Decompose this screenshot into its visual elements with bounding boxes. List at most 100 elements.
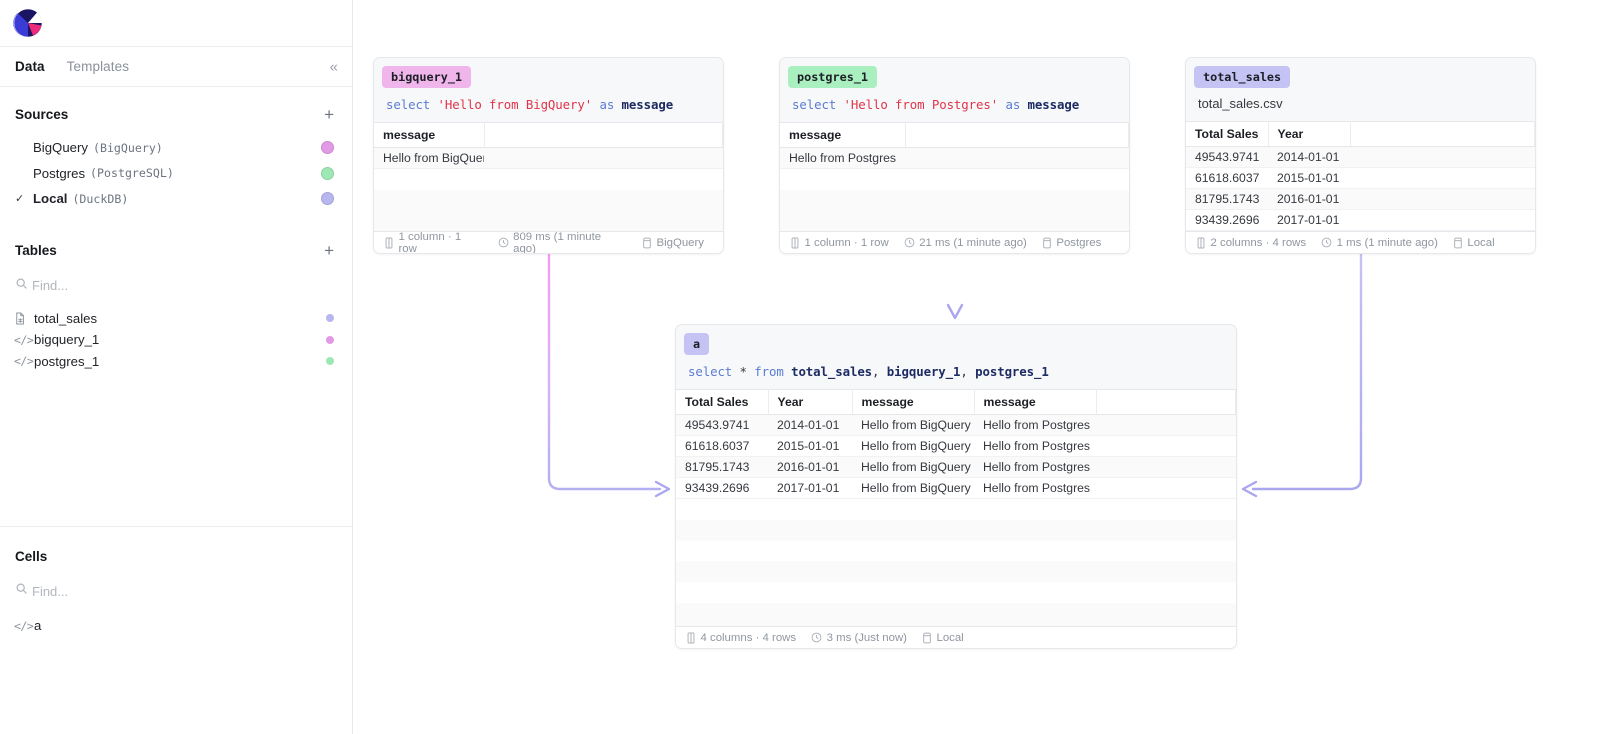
card-sql-editor[interactable]: select 'Hello from Postgres' as message [780,87,1129,122]
card-sql-editor[interactable]: select 'Hello from BigQuery' as message [374,87,723,122]
edge-bigquery-to-a [547,251,662,491]
table-empty-rows [676,498,1236,626]
footer-timing-text: 1 ms (1 minute ago) [1336,236,1438,249]
table-color-dot [326,335,334,344]
card-postgres-1[interactable]: postgres_1 select 'Hello from Postgres' … [779,57,1130,254]
table-shape-icon [686,632,696,644]
sidebar: Data Templates « Sources + BigQuery (Big… [0,0,353,734]
cell-empty [484,147,723,169]
add-source-button[interactable]: + [324,104,334,124]
column-header[interactable]: message [974,388,1097,415]
table-empty-rows [374,168,723,231]
column-header[interactable]: Year [768,388,853,415]
clock-icon [904,237,915,248]
source-item-local[interactable]: ✓ Local (DuckDB) [0,186,352,212]
cells-search-row[interactable] [0,577,352,605]
edge-total-sales-arrowhead [1241,480,1258,498]
database-icon [642,237,652,249]
sources-section-header: Sources + [0,93,352,135]
column-header[interactable]: Total Sales [1186,120,1269,147]
cells-title: Cells [15,548,48,564]
column-header[interactable]: message [780,121,906,148]
card-footer: 1 column · 1 row 21 ms (1 minute ago) [780,231,1129,253]
card-header: bigquery_1 [374,58,723,88]
column-header[interactable]: message [852,388,975,415]
card-footer: 1 column · 1 row 809 ms (1 minute ago) [374,231,723,253]
table-row: 61618.6037 2015-01-01 Hello from BigQuer… [676,435,1236,457]
table-color-dot [326,357,334,366]
code-icon: </> [14,332,34,347]
clock-icon [811,632,822,643]
canvas[interactable]: bigquery_1 select 'Hello from BigQuery' … [353,0,1602,734]
footer-source: Local [1453,237,1495,249]
source-kind: (PostgreSQL) [90,166,174,181]
table-row: Hello from Postgres [780,147,1129,169]
source-name: BigQuery [33,140,88,156]
footer-shape-text: 1 column · 1 row [804,236,889,249]
card-sql-editor[interactable]: select * from total_sales, bigquery_1, p… [676,354,1236,389]
database-icon [1453,237,1463,249]
tables-search-row[interactable] [0,272,352,300]
footer-timing: 809 ms (1 minute ago) [498,230,627,254]
footer-source-text: Postgres [1056,236,1102,249]
cells-search-input[interactable] [32,583,334,599]
tab-data[interactable]: Data [15,59,45,74]
source-item-bigquery[interactable]: BigQuery (BigQuery) [0,135,352,161]
column-header-empty [1096,388,1236,415]
column-header[interactable]: message [374,121,485,148]
footer-timing: 21 ms (1 minute ago) [904,237,1027,249]
cell-item-a[interactable]: </> a [0,615,352,637]
table-row: 61618.6037 2015-01-01 [1186,167,1535,189]
footer-timing-text: 809 ms (1 minute ago) [513,230,602,254]
card-bigquery-1[interactable]: bigquery_1 select 'Hello from BigQuery' … [373,57,724,254]
sources-list: BigQuery (BigQuery) Postgres (PostgreSQL… [0,135,352,212]
cell-empty [1096,414,1236,436]
cell-empty [1350,146,1535,168]
footer-shape: 1 column · 1 row [790,237,889,249]
edge-bigquery-arrowhead [654,480,671,498]
card-badge[interactable]: total_sales [1194,66,1291,88]
add-table-button[interactable]: + [324,241,334,260]
footer-shape: 1 column · 1 row [384,231,483,253]
table-name: total_sales [34,310,98,326]
footer-timing: 1 ms (1 minute ago) [1321,237,1438,249]
logo-bar [0,0,352,47]
cell-year: 2017-01-01 [768,477,852,499]
footer-source: BigQuery [642,237,704,249]
card-a[interactable]: a select * from total_sales, bigquery_1,… [675,324,1237,649]
cell-empty [1096,477,1236,499]
card-header: postgres_1 [780,58,1129,88]
cell-total-sales: 93439.2696 [676,477,768,499]
table-row: 93439.2696 2017-01-01 [1186,209,1535,231]
tables-search-input[interactable] [32,278,334,293]
table-item-postgres-1[interactable]: </> postgres_1 [0,351,352,373]
cell-empty [1096,435,1236,457]
file-csv-icon [14,312,34,325]
card-header: total_sales [1186,58,1535,88]
card-badge[interactable]: bigquery_1 [382,66,472,88]
cell-message-bigquery: Hello from BigQuery [852,477,974,499]
source-item-postgres[interactable]: Postgres (PostgreSQL) [0,161,352,187]
footer-source-text: Local [936,631,964,644]
column-header-empty [1350,120,1535,147]
collapse-sidebar-icon[interactable]: « [329,58,338,75]
table-item-bigquery-1[interactable]: </> bigquery_1 [0,329,352,351]
column-header[interactable]: Total Sales [676,388,769,415]
card-badge[interactable]: a [684,333,710,355]
card-total-sales[interactable]: total_sales total_sales.csv Total Sales … [1185,57,1536,254]
table-row: 81795.1743 2016-01-01 Hello from BigQuer… [676,456,1236,478]
search-icon [15,582,32,600]
code-icon: </> [14,618,34,633]
card-badge[interactable]: postgres_1 [788,66,878,88]
cell-message-postgres: Hello from Postgres [974,477,1096,499]
tab-templates[interactable]: Templates [66,59,130,74]
card-filename: total_sales.csv [1186,87,1535,121]
column-header[interactable]: Year [1268,120,1351,147]
card-header: a [676,325,1236,355]
table-row: 49543.9741 2014-01-01 [1186,146,1535,168]
app-logo-icon[interactable] [11,6,45,40]
table-item-total-sales[interactable]: total_sales [0,308,352,330]
footer-timing: 3 ms (Just now) [811,632,907,644]
edge-postgres-arrowhead [946,303,964,320]
